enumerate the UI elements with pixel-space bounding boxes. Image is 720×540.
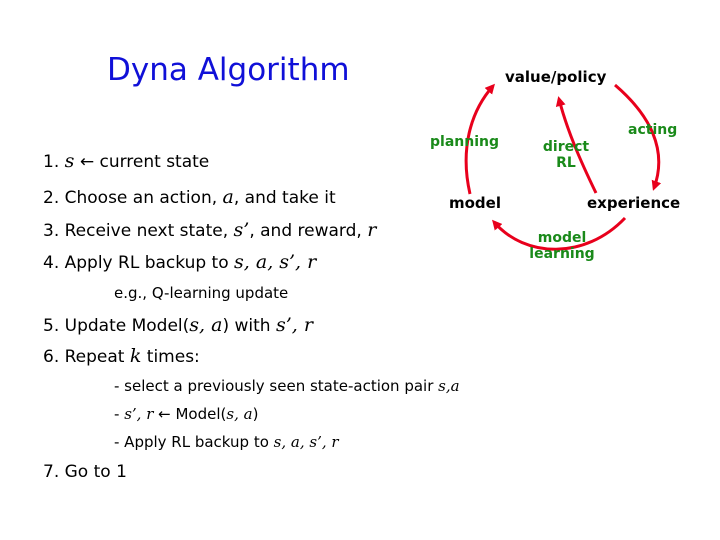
- left-arrow-icon: ←: [153, 405, 176, 423]
- direct-rl-arrow: [555, 96, 598, 194]
- page-title: Dyna Algorithm: [107, 52, 350, 88]
- step-6-item-1-text: - select a previously seen state-action …: [114, 377, 439, 395]
- step-6-item-1: - select a previously seen state-action …: [114, 377, 460, 395]
- edge-label-planning: planning: [430, 134, 499, 150]
- step-4-text: 4. Apply RL backup to: [43, 253, 235, 273]
- step-1-text: current state: [99, 152, 210, 172]
- step-5: 5. Update Model(s, a) with s’, r: [43, 314, 313, 336]
- step-4-vars: s, a, s’, r: [234, 251, 317, 273]
- edge-label-direct-rl: direct RL: [540, 139, 592, 171]
- step-6-item-2: - s’, r ← Model(s, a): [114, 405, 258, 423]
- step-4-note: e.g., Q-learning update: [114, 284, 289, 302]
- acting-arrow: [614, 83, 662, 191]
- step-1-var-s: s: [64, 150, 75, 172]
- step-3-text-mid: , and reward,: [249, 221, 368, 241]
- step-6-item-2-close: ): [252, 405, 259, 423]
- step-5-text: 5. Update Model(: [43, 316, 190, 336]
- step-6-item-2-vars: s’, r: [124, 405, 154, 423]
- step-6-text-end: times:: [141, 347, 200, 367]
- node-model: model: [449, 194, 501, 212]
- step-6-item-1-vars: s,a: [438, 377, 460, 395]
- step-6-var-k: k: [129, 345, 142, 367]
- left-arrow-icon: ←: [79, 152, 95, 172]
- step-7: 7. Go to 1: [43, 462, 127, 482]
- edge-label-model: model: [537, 230, 587, 246]
- edge-label-learning: learning: [529, 246, 595, 262]
- step-6-item-2-text: Model(: [175, 405, 227, 423]
- step-5-vars: s, a: [189, 314, 223, 336]
- edge-label-direct: direct: [542, 139, 590, 155]
- step-4: 4. Apply RL backup to s, a, s’, r: [43, 251, 316, 273]
- edge-label-acting: acting: [628, 122, 678, 138]
- step-2: 2. Choose an action, a, and take it: [43, 186, 336, 208]
- step-2-var-a: a: [222, 186, 234, 208]
- step-6-item-3-text: - Apply RL backup to: [114, 433, 274, 451]
- step-5-vars2: s’, r: [275, 314, 313, 336]
- step-5-text-mid: ) with: [222, 316, 276, 336]
- step-3-var-r: r: [367, 219, 377, 241]
- model-learning-arrow: [492, 216, 627, 251]
- edge-label-model-learning: model learning: [528, 230, 596, 262]
- node-experience: experience: [587, 194, 681, 212]
- node-value-policy: value/policy: [505, 68, 607, 86]
- step-1-number: 1.: [43, 152, 60, 172]
- step-6-item-2-dash: -: [114, 405, 125, 423]
- step-6-item-2-vars2: s, a: [226, 405, 253, 423]
- step-6: 6. Repeat k times:: [43, 345, 200, 367]
- step-2-text: 2. Choose an action,: [43, 188, 223, 208]
- edge-label-rl: RL: [556, 155, 576, 171]
- step-3-text: 3. Receive next state,: [43, 221, 234, 241]
- step-6-text: 6. Repeat: [43, 347, 130, 367]
- step-3-var-sprime: s’: [233, 219, 250, 241]
- step-2-text-end: , and take it: [233, 188, 336, 208]
- step-6-item-3-vars: s, a, s’, r: [273, 433, 339, 451]
- step-6-item-3: - Apply RL backup to s, a, s’, r: [114, 433, 339, 451]
- step-3: 3. Receive next state, s’, and reward, r: [43, 219, 376, 241]
- step-1: 1. s ← current state: [43, 150, 209, 172]
- planning-arrow: [464, 83, 495, 195]
